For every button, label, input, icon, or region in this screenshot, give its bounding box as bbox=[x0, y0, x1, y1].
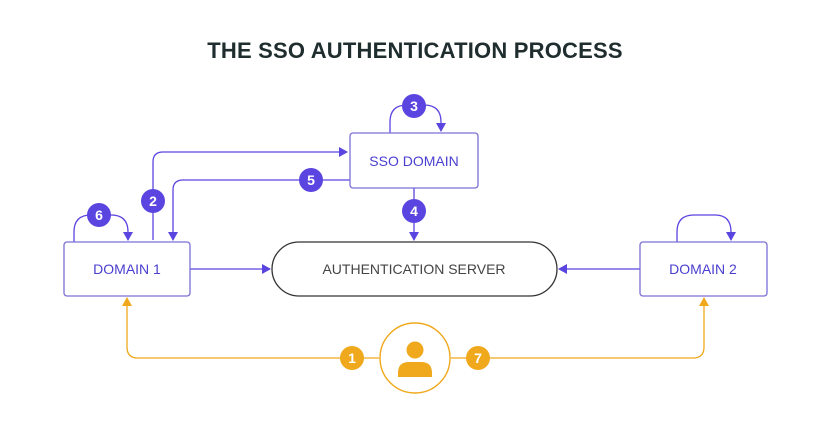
step-number-2: 2 bbox=[149, 193, 157, 209]
sso-domain-label: SSO DOMAIN bbox=[369, 153, 458, 169]
arrow-sso-to-domain1 bbox=[168, 179, 350, 241]
user-icon bbox=[398, 341, 432, 377]
sso-domain-box: SSO DOMAIN bbox=[349, 132, 479, 189]
step-badge-7: 7 bbox=[466, 346, 490, 370]
step-badge-3: 3 bbox=[402, 94, 426, 118]
domain2-box: DOMAIN 2 bbox=[639, 241, 768, 297]
step-badge-1: 1 bbox=[340, 346, 364, 370]
step-badge-5: 5 bbox=[299, 168, 323, 192]
arrow-domain2-self-loop bbox=[676, 214, 736, 242]
arrow-user-to-domain2 bbox=[451, 297, 709, 359]
user-node bbox=[379, 322, 451, 394]
step-badge-2: 2 bbox=[141, 189, 165, 213]
domain2-label: DOMAIN 2 bbox=[669, 261, 737, 277]
step-number-4: 4 bbox=[410, 203, 418, 219]
auth-server-box: AUTHENTICATION SERVER bbox=[271, 241, 558, 297]
diagram-title: THE SSO AUTHENTICATION PROCESS bbox=[207, 38, 623, 63]
arrow-user-to-domain1 bbox=[122, 297, 379, 359]
step-number-5: 5 bbox=[307, 172, 315, 188]
domain1-box: DOMAIN 1 bbox=[63, 241, 191, 297]
arrow-domain1-to-sso bbox=[152, 147, 348, 240]
step-number-6: 6 bbox=[95, 207, 103, 223]
step-number-1: 1 bbox=[348, 350, 356, 366]
step-badge-6: 6 bbox=[87, 203, 111, 227]
domain1-label: DOMAIN 1 bbox=[93, 261, 161, 277]
step-number-3: 3 bbox=[410, 98, 418, 114]
step-badge-4: 4 bbox=[402, 199, 426, 223]
auth-server-label: AUTHENTICATION SERVER bbox=[322, 261, 505, 277]
step-number-7: 7 bbox=[474, 350, 482, 366]
